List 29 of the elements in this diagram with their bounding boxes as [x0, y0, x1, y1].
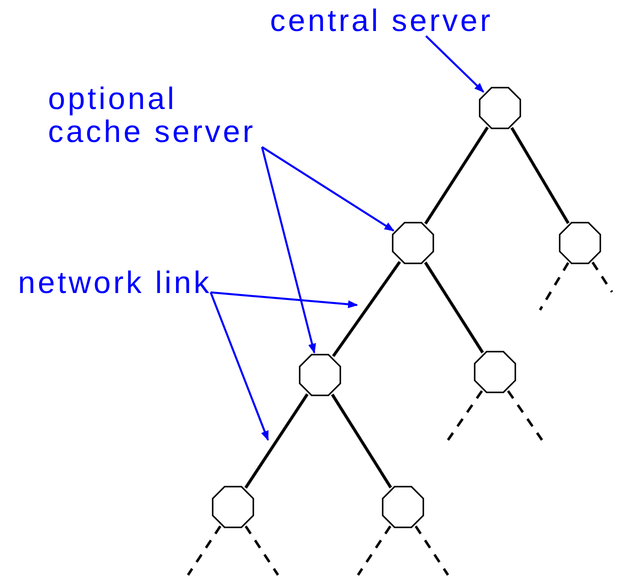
dashed-link: [592, 262, 614, 293]
server-octagon: [380, 484, 426, 530]
leader-arrow: [210, 291, 358, 308]
callout-label: optional cache server: [48, 82, 256, 148]
dashed-link: [507, 390, 544, 441]
dashed-link: [186, 526, 222, 576]
server-octagon: [472, 349, 518, 395]
callout-label: network link: [18, 266, 212, 299]
network-link: [244, 393, 309, 489]
dashed-link: [356, 526, 392, 576]
server-octagon: [297, 352, 343, 398]
server-octagon: [477, 85, 523, 131]
dashed-link: [414, 526, 450, 576]
network-link: [330, 394, 392, 488]
callout-label: central server: [270, 4, 493, 37]
dashed-link: [244, 526, 280, 576]
server-octagon: [557, 220, 603, 266]
network-link: [424, 126, 489, 224]
leader-arrow: [261, 146, 316, 354]
dashed-link: [446, 390, 483, 441]
server-octagon: [390, 220, 436, 266]
dashed-link: [538, 262, 570, 311]
leader-arrow: [210, 292, 269, 441]
leader-arrow: [425, 35, 484, 93]
network-link: [424, 262, 484, 354]
leader-arrow: [261, 146, 394, 232]
server-octagon: [210, 484, 256, 530]
network-link: [332, 260, 401, 358]
network-link: [510, 127, 570, 224]
